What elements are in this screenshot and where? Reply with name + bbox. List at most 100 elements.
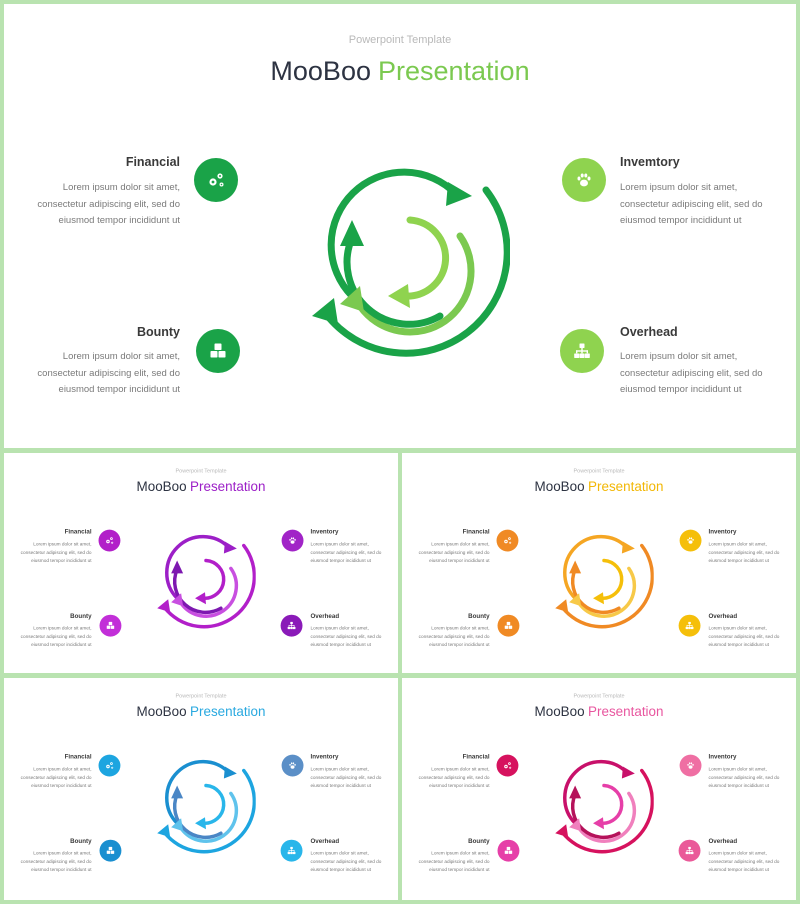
middle-arc [577,566,637,618]
bounty-description: Lorem ipsum dolor sit amet, consectetur … [418,850,490,873]
overhead-label: Overhead [620,325,678,339]
hierarchy-icon [574,343,590,358]
inventory-icon-circle [679,754,702,777]
upper-arc [563,534,629,601]
upper-arc [165,759,231,826]
slide-subtitle: Powerpoint Template [348,34,452,46]
bounty-label: Bounty [468,612,490,620]
arrowhead-middle [569,818,582,832]
arrowhead-inner [593,592,604,605]
paw-icon [687,762,694,769]
outer-arc [322,186,510,357]
bounty-description: Lorem ipsum dolor sit amet, consectetur … [37,351,180,395]
financial-description: Lorem ipsum dolor sit amet, consectetur … [418,541,490,564]
title-main: MooBoo [136,703,187,719]
boxes-icon [504,846,513,854]
middle-arc [179,566,239,618]
boxes-icon [106,846,115,854]
core-arc [172,792,223,840]
overhead-description: Lorem ipsum dolor sit amet, consectetur … [708,850,780,873]
title-accent: Presentation [190,703,266,719]
outer-arc [162,768,256,854]
inventory-icon-circle [562,158,606,202]
arrowhead-top [446,182,472,206]
inventory-label: Invemtory [620,155,680,169]
inner-arc [401,216,450,300]
arrowhead-inner [195,592,206,605]
overhead-label: Overhead [708,837,738,845]
financial-description: Lorem ipsum dolor sit amet, consectetur … [418,766,490,789]
arrowhead-middle [171,593,184,607]
slide-subtitle: Powerpoint Template [573,467,625,474]
inner-arc [201,783,226,826]
upper-arc [327,168,460,300]
circular-arrows-diagram [157,759,256,854]
arrowhead-bottom-left [555,824,569,838]
inventory-description: Lorem ipsum dolor sit amet, consectetur … [310,541,382,564]
financial-label: Financial [462,528,490,536]
arrowhead-top [621,541,635,554]
circular-arrows-diagram [312,168,510,357]
overhead-icon-circle [560,329,604,373]
financial-description: Lorem ipsum dolor sit amet, consectetur … [20,541,92,564]
arrowhead-top [223,766,237,779]
overhead-icon-circle [678,614,701,637]
overhead-label: Overhead [708,612,738,620]
circular-arrows-diagram [555,759,654,854]
financial-icon-circle [194,158,238,202]
title-accent: Presentation [190,478,266,494]
overhead-description: Lorem ipsum dolor sit amet, consectetur … [708,625,780,648]
bounty-icon-circle [99,614,122,637]
title-accent: Presentation [588,703,664,719]
hierarchy-icon [685,846,694,855]
arrowhead-middle [569,593,582,607]
overhead-label: Overhead [310,837,340,845]
overhead-icon-circle [280,839,303,862]
core-arc [343,234,444,328]
arrowhead-top [223,541,237,554]
arrowhead-bottom-left [312,298,338,324]
arrowhead-middle [171,818,184,832]
inner-arc [201,558,226,601]
gears-icon [504,537,512,544]
title-main: MooBoo [534,703,585,719]
arrowhead-inner [195,817,206,830]
financial-icon-circle [98,529,121,552]
boxes-icon [504,621,513,629]
core-arc [172,567,223,615]
overhead-icon-circle [280,614,303,637]
circular-arrows-diagram [157,534,256,629]
inventory-description: Lorem ipsum dolor sit amet, consectetur … [708,541,780,564]
financial-description: Lorem ipsum dolor sit amet, consectetur … [20,766,92,789]
hierarchy-icon [685,621,694,630]
arrowhead-left-up [569,560,582,574]
bounty-label: Bounty [70,837,92,845]
bounty-label: Bounty [70,612,92,620]
bounty-description: Lorem ipsum dolor sit amet, consectetur … [418,625,490,648]
financial-icon-circle [496,754,519,777]
bounty-icon-circle [497,839,520,862]
bounty-label: Bounty [468,837,490,845]
bounty-description: Lorem ipsum dolor sit amet, consectetur … [20,850,92,873]
overhead-description: Lorem ipsum dolor sit amet, consectetur … [310,850,382,873]
boxes-icon [210,343,226,358]
upper-arc [563,759,629,826]
financial-description: Lorem ipsum dolor sit amet, consectetur … [37,182,180,226]
arrowhead-left-up [171,785,184,799]
financial-label: Financial [64,753,92,761]
arrowhead-left-up [569,785,582,799]
inner-arc [599,783,624,826]
arrowhead-bottom-left [555,599,569,613]
upper-arc [165,534,231,601]
title-main: MooBoo [270,56,371,86]
overhead-label: Overhead [310,612,340,620]
